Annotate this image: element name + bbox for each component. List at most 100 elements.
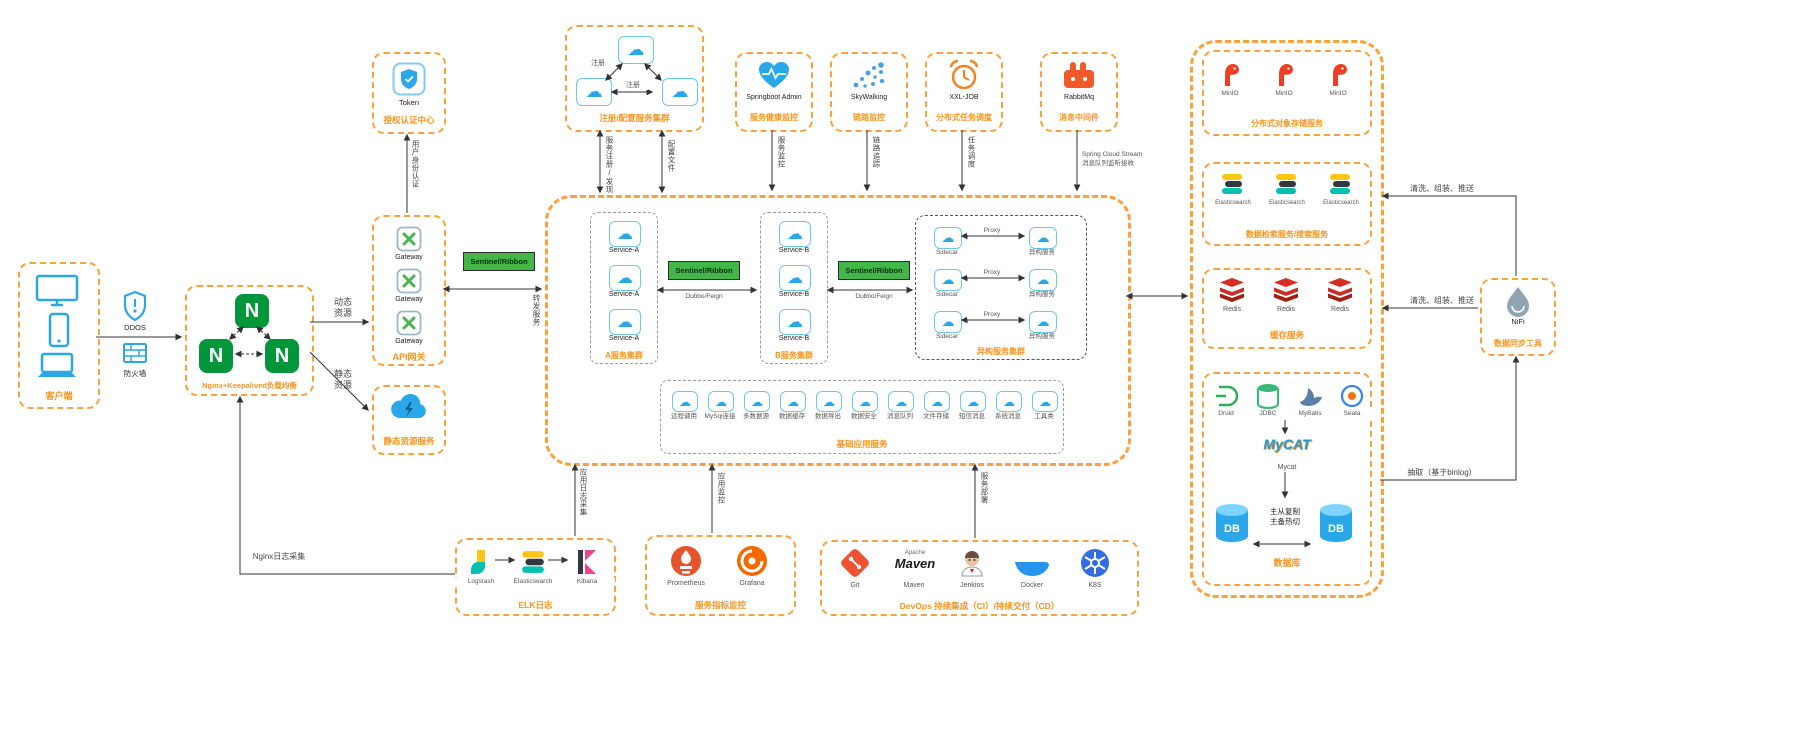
service-a-label: Service-A	[608, 291, 640, 298]
redis-icon	[1220, 278, 1244, 302]
maven-logo-main: Maven	[894, 556, 936, 571]
xxljob-name: XXL-JOB	[949, 94, 979, 101]
stream-arrow-label: Spring Cloud Stream 消息队列监听接收	[1082, 151, 1143, 168]
minio-label: MinIO	[1318, 90, 1358, 98]
forward-service-label: 转发服务	[532, 294, 541, 326]
elasticsearch-icon	[1276, 174, 1296, 194]
token-label: Token	[398, 98, 419, 107]
search-service-box: Elasticsearch Elasticsearch Elasticsearc…	[1202, 162, 1372, 246]
base-service-label: 系统消息	[990, 413, 1026, 421]
service-b-cluster: ☁ Service-B ☁ Service-B ☁ Service-B B服务集…	[760, 212, 828, 364]
seata-icon	[1340, 384, 1364, 408]
object-storage-label: 分布式对象存储服务	[1251, 118, 1323, 128]
cache-service-box: Redis Redis Redis 缓存服务	[1202, 268, 1372, 349]
cloud-icon: ☁	[888, 391, 914, 412]
gateway-box: Gateway Gateway Gateway API网关	[372, 215, 446, 366]
gateway-item-label: Gateway	[395, 254, 423, 261]
seata-label: Seata	[1332, 410, 1372, 418]
cloud-icon: ☁	[996, 391, 1022, 412]
metrics-label: 服务指标监控	[694, 600, 746, 611]
mybatis-icon	[1300, 388, 1322, 406]
nginx-icon: N	[265, 339, 299, 373]
mybatis-label: MyBatis	[1290, 410, 1330, 418]
hetero-service-label: 异构服务	[1008, 249, 1076, 257]
nifi-label: 数据同步工具	[1494, 338, 1542, 348]
service-b-label: Service-B	[778, 291, 810, 298]
es-label: Elasticsearch	[1314, 200, 1368, 208]
druid-label: Druid	[1206, 410, 1246, 418]
skywalking-name: SkyWalking	[850, 94, 888, 101]
cloud-icon: ☁	[618, 36, 654, 64]
springboot-admin-label: 服务健康监控	[750, 112, 798, 122]
proxy-label: Proxy	[967, 227, 1017, 235]
cluster-a-label: A服务集群	[605, 350, 643, 360]
es-label: Elasticsearch	[1206, 200, 1260, 208]
cloud-icon: ☁	[672, 391, 698, 412]
xxljob-box: XXL-JOB 分布式任务调度	[925, 52, 1003, 132]
maven-logo: Apache Maven	[886, 550, 944, 571]
cloud-icon: ☁	[609, 221, 641, 247]
minio-icon	[1279, 64, 1293, 86]
service-a-label: Service-A	[608, 247, 640, 254]
redis-label: Redis	[1208, 306, 1256, 315]
base-service-label: 多数据源	[738, 413, 774, 421]
cloud-icon: ☁	[576, 78, 612, 106]
auth-arrow-label: 用户身份认证	[411, 140, 420, 188]
base-service-label: 文件存储	[918, 413, 954, 421]
minio-label: MinIO	[1264, 90, 1304, 98]
cloud-icon: ☁	[779, 265, 811, 291]
druid-icon	[1216, 385, 1238, 407]
register-label: 注册	[585, 60, 611, 69]
skywalking-label: 链路监控	[853, 112, 885, 122]
alarm-clock-icon	[949, 59, 979, 90]
nginx-log-label: Nginx日志采集	[252, 552, 306, 561]
cloud-icon: ☁	[1029, 311, 1057, 333]
deploy-label: 服务部署	[980, 472, 989, 504]
proxy-label: Proxy	[967, 269, 1017, 277]
minio-icon	[1333, 64, 1347, 86]
extract-label: 抽取（基于binlog）	[1407, 468, 1477, 477]
task-schedule-label: 任务调度	[967, 136, 976, 168]
docker-icon	[1015, 552, 1049, 576]
replication-label: 主从复制	[1270, 507, 1300, 516]
logstash-icon	[470, 550, 485, 574]
firewall-icon	[123, 343, 147, 363]
k8s-label: K8S	[1067, 582, 1123, 591]
git-label: Git	[827, 582, 883, 591]
heart-pulse-icon	[759, 62, 789, 88]
dynamic-resource-label: 动态资源	[333, 297, 352, 318]
api-gateway-label: API网关	[392, 351, 426, 362]
jdbc-label: JDBC	[1248, 410, 1288, 418]
elasticsearch-icon	[1222, 174, 1242, 194]
rabbitmq-box: RabbitMq 消息中间件	[1040, 52, 1118, 132]
logstash-label: Logstash	[453, 578, 509, 586]
svg-text:DB: DB	[1224, 523, 1240, 535]
redis-label: Redis	[1316, 306, 1364, 315]
gateway-item-label: Gateway	[395, 296, 423, 303]
app-monitor-label: 应用监控	[717, 472, 726, 504]
devops-label: DevOps 持续集成（CI）/持续交付（CD）	[899, 601, 1060, 612]
maven-logo-top: Apache	[904, 550, 926, 556]
grafana-icon	[737, 546, 767, 576]
base-service-label: MySql连接	[702, 413, 738, 421]
nifi-box: NiFi 数据同步工具	[1480, 278, 1556, 356]
db-cylinder-icon: DB	[1320, 504, 1352, 542]
kubernetes-icon	[1081, 549, 1109, 577]
database-box: Druid JDBC MyBatis Seata MyCAT Mycat DB …	[1202, 372, 1372, 586]
phone-icon	[48, 312, 70, 348]
register-label: 注册	[618, 82, 648, 91]
base-services-label: 基础应用服务	[836, 439, 888, 450]
elasticsearch-icon	[522, 551, 544, 573]
sync-label-top: 清洗、组装、推送	[1410, 184, 1474, 193]
cloud-icon: ☁	[816, 391, 842, 412]
minio-label: MinIO	[1210, 90, 1250, 98]
sidecar-label: Sidecar	[921, 333, 973, 341]
cloud-icon: ☁	[779, 309, 811, 335]
es-label: Elasticsearch	[1260, 200, 1314, 208]
elasticsearch-icon	[1330, 174, 1350, 194]
cloud-icon: ☁	[924, 391, 950, 412]
grafana-label: Grafana	[716, 580, 788, 589]
cloud-icon: ☁	[1029, 269, 1057, 291]
prometheus-icon	[671, 546, 701, 576]
